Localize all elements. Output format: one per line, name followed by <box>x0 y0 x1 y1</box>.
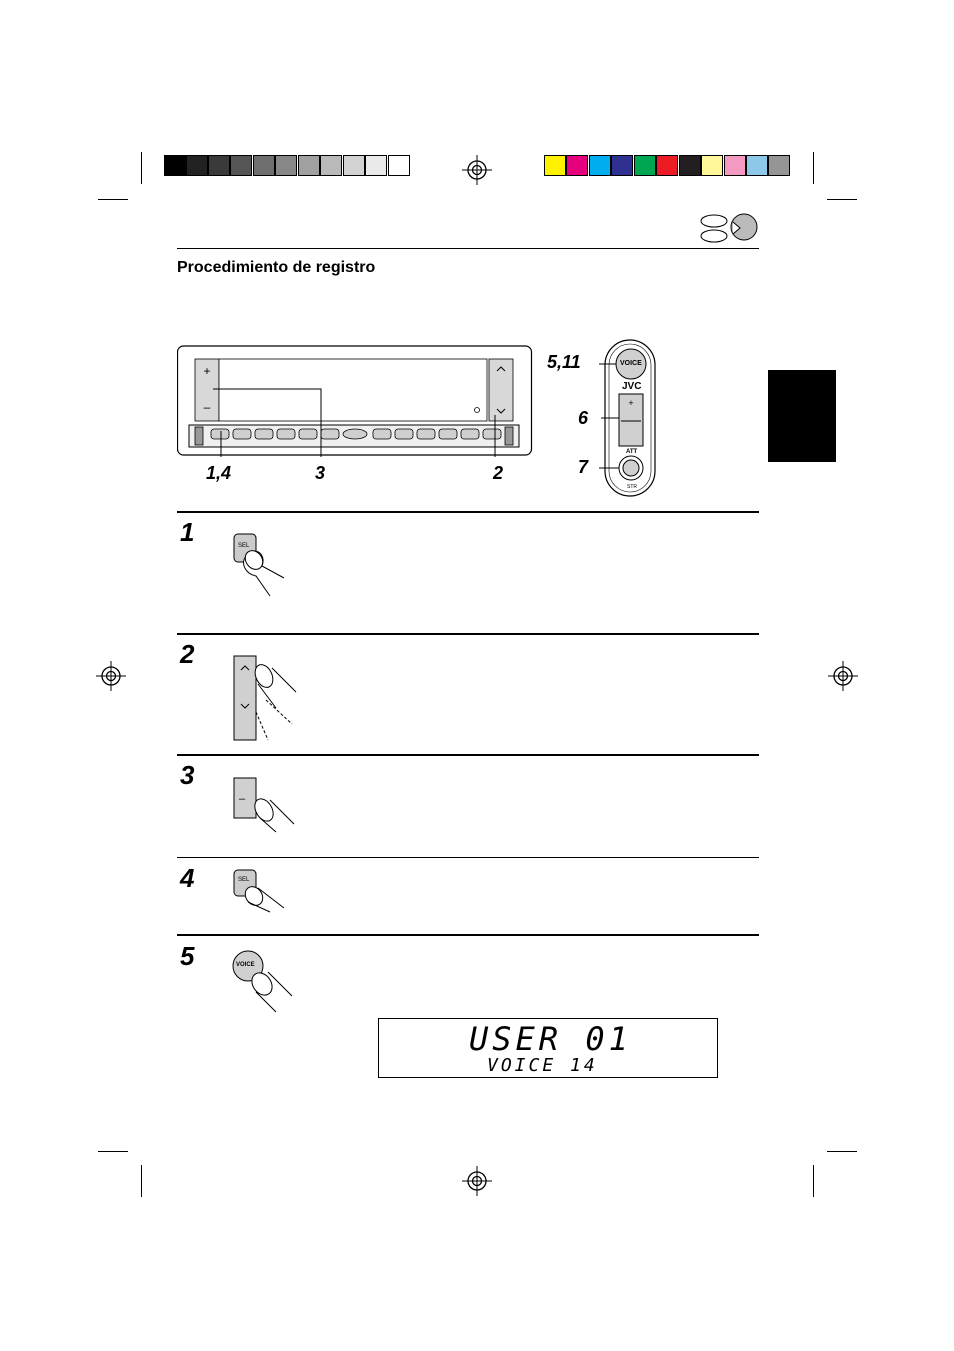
lcd-display: USER 01 VOICE 14 <box>378 1018 718 1078</box>
step-number: 5 <box>180 941 195 971</box>
remote-brand: JVC <box>622 381 642 392</box>
color-swatch <box>679 155 701 176</box>
minus-label: – <box>239 793 246 805</box>
crop-mark <box>98 1151 128 1152</box>
sel-label: SEL <box>238 543 250 549</box>
up-down-press-icon <box>233 655 297 741</box>
callout-2: 2 <box>493 463 504 483</box>
callout-5-11: 5,11 <box>547 352 581 372</box>
header-rule <box>177 248 759 249</box>
registration-target-icon <box>462 1166 492 1196</box>
registration-target-icon <box>96 661 126 691</box>
remote-att-label: ATT <box>626 449 638 455</box>
color-swatch <box>566 155 588 176</box>
step-rule <box>177 857 759 858</box>
crop-mark <box>813 1165 814 1197</box>
registration-target-icon <box>462 155 492 185</box>
gray-swatch <box>298 155 320 176</box>
step-rule <box>177 633 759 635</box>
minus-press-icon <box>233 777 295 833</box>
voice-label: VOICE <box>236 962 255 968</box>
gray-swatch <box>253 155 275 176</box>
gray-swatch <box>208 155 230 176</box>
step-number: 1 <box>180 517 195 547</box>
callout-3: 3 <box>315 463 326 483</box>
callout-7: 7 <box>578 457 589 477</box>
crop-mark <box>827 1151 857 1152</box>
crop-mark <box>98 199 128 200</box>
step-number: 3 <box>180 760 195 790</box>
step-rule <box>177 934 759 936</box>
head-unit-diagram: + – <box>177 345 533 457</box>
crop-mark <box>141 1165 142 1197</box>
lcd-line-2: VOICE 14 <box>487 1055 598 1076</box>
color-swatch <box>656 155 678 176</box>
step-rule <box>177 511 759 513</box>
gray-swatch <box>230 155 252 176</box>
svg-text:+: + <box>628 398 633 408</box>
voice-press-icon <box>232 950 293 1013</box>
crop-mark <box>813 152 814 184</box>
remote-control: + <box>599 339 656 497</box>
gray-swatch <box>343 155 365 176</box>
gray-swatch <box>365 155 387 176</box>
color-swatch <box>611 155 633 176</box>
callout-6: 6 <box>578 408 589 428</box>
gray-swatch <box>186 155 208 176</box>
color-swatch <box>746 155 768 176</box>
svg-text:+: + <box>203 364 210 378</box>
language-face-icon <box>700 213 758 243</box>
gray-swatch <box>164 155 186 176</box>
remote-voice-label: VOICE <box>620 360 642 367</box>
lcd-line-1: USER 01 <box>469 1020 632 1058</box>
color-swatch <box>544 155 566 176</box>
svg-text:–: – <box>204 400 211 414</box>
section-title: Procedimiento de registro <box>177 259 376 276</box>
gray-swatch <box>320 155 342 176</box>
crop-mark <box>827 199 857 200</box>
color-swatch <box>634 155 656 176</box>
sel-press-icon <box>233 869 285 913</box>
gray-swatch <box>388 155 410 176</box>
color-swatch <box>724 155 746 176</box>
registration-target-icon <box>828 661 858 691</box>
gray-swatch <box>275 155 297 176</box>
step-number: 2 <box>180 639 195 669</box>
color-swatch <box>701 155 723 176</box>
language-side-tab <box>768 370 836 462</box>
step-rule <box>177 754 759 756</box>
sel-press-icon <box>233 533 285 597</box>
color-swatch <box>768 155 790 176</box>
callout-1-4: 1,4 <box>206 463 232 483</box>
sel-label: SEL <box>238 877 250 883</box>
color-swatch <box>589 155 611 176</box>
remote-str-label: STR <box>627 484 637 490</box>
step-number: 4 <box>180 863 195 893</box>
crop-mark <box>141 152 142 184</box>
